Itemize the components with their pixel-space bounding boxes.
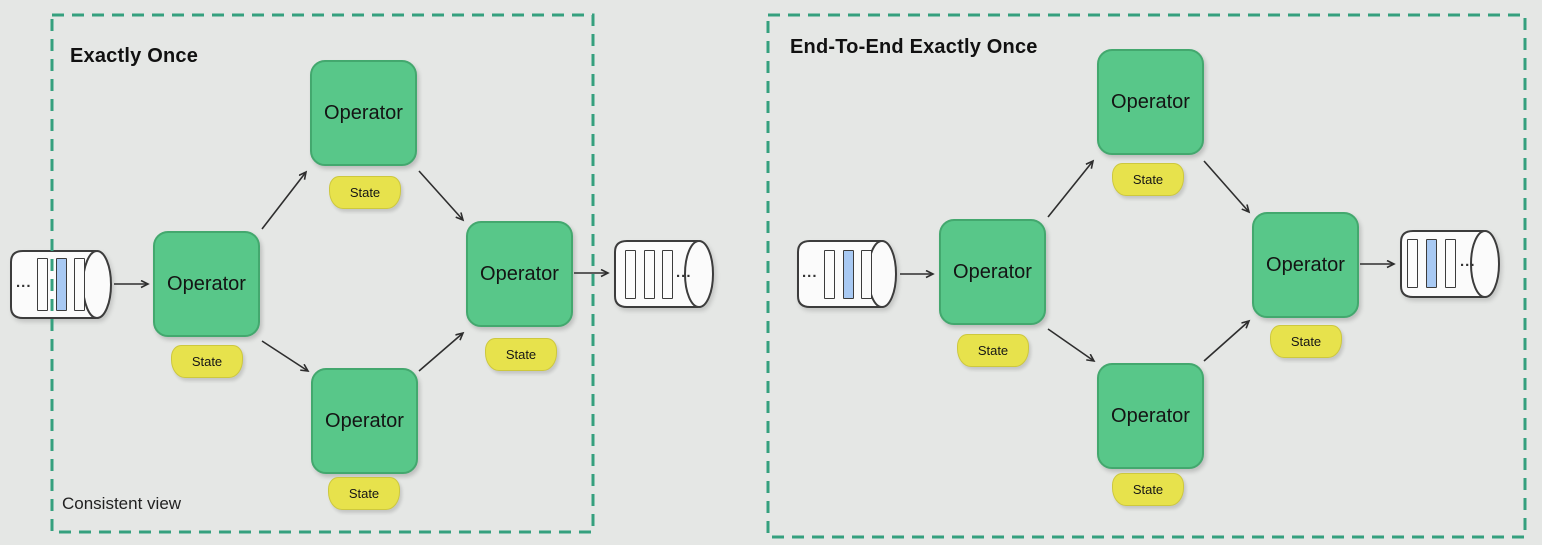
output-queue-cylinder: ... [1398, 229, 1502, 299]
input-queue-cylinder: ... [8, 249, 114, 320]
state-label: State [1132, 172, 1164, 187]
operator-sink: Operator [1252, 212, 1359, 318]
state-store: State [485, 338, 557, 371]
queue-message-bar [644, 250, 655, 299]
operator-label: Operator [325, 409, 404, 432]
queue-message-bar [1407, 239, 1418, 288]
queue-message-bar [662, 250, 673, 299]
operator-label: Operator [1111, 90, 1190, 113]
state-store: State [1112, 163, 1184, 196]
state-store: State [1270, 325, 1342, 358]
panel-end-to-end-exactly-once: End-To-End Exactly Once ... Operator Ope… [768, 0, 1542, 545]
operator-source: Operator [153, 231, 260, 337]
operator-label: Operator [480, 262, 559, 285]
queue-message-bar [861, 250, 872, 299]
operator-label: Operator [953, 260, 1032, 283]
operator-bottom: Operator [311, 368, 418, 474]
state-label: State [1290, 334, 1322, 349]
operator-source: Operator [939, 219, 1046, 325]
panel-exactly-once: Exactly Once ... Operator Operator Opera… [0, 0, 768, 545]
queue-message-bar [824, 250, 835, 299]
output-queue-cylinder: ... [612, 239, 716, 309]
state-label: State [1132, 482, 1164, 497]
queue-ellipsis: ... [16, 274, 32, 291]
queue-message-bar [74, 258, 85, 311]
state-store: State [1112, 473, 1184, 506]
panel-title: Exactly Once [70, 45, 199, 67]
operator-label: Operator [1111, 404, 1190, 427]
queue-message-bar [625, 250, 636, 299]
input-queue-cylinder: ... [795, 239, 899, 309]
state-label: State [191, 354, 223, 369]
panel-title: End-To-End Exactly Once [790, 36, 1038, 58]
operator-sink: Operator [466, 221, 573, 327]
queue-ellipsis: ... [1460, 253, 1476, 270]
consistent-view-note: Consistent view [62, 494, 182, 513]
state-label: State [348, 486, 380, 501]
state-label: State [505, 347, 537, 362]
queue-message-bar [1445, 239, 1456, 288]
operator-label: Operator [324, 101, 403, 124]
state-label: State [977, 343, 1009, 358]
operator-top: Operator [310, 60, 417, 166]
state-store: State [957, 334, 1029, 367]
operator-label: Operator [1266, 253, 1345, 276]
queue-ellipsis: ... [676, 264, 692, 281]
state-label: State [349, 185, 381, 200]
queue-message-bar [56, 258, 67, 311]
operator-top: Operator [1097, 49, 1204, 155]
state-store: State [171, 345, 243, 378]
state-store: State [328, 477, 400, 510]
queue-message-bar [1426, 239, 1437, 288]
state-store: State [329, 176, 401, 209]
queue-message-bar [843, 250, 854, 299]
queue-message-bar [37, 258, 48, 311]
queue-ellipsis: ... [802, 264, 818, 281]
operator-bottom: Operator [1097, 363, 1204, 469]
operator-label: Operator [167, 272, 246, 295]
